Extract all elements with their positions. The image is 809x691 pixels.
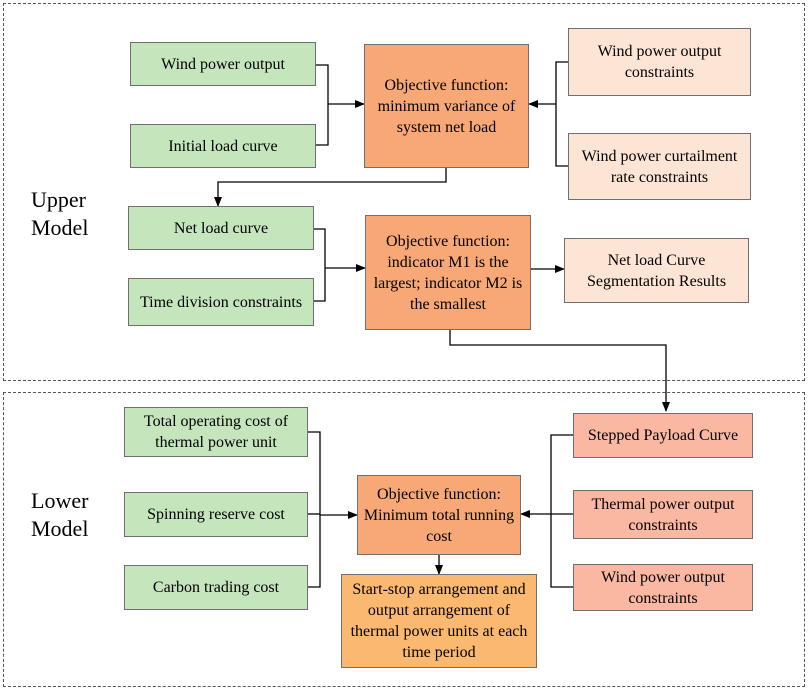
result-arrangement-box: Start-stop arrangement and output arrang…: [341, 574, 537, 668]
initial-load-curve-box: Initial load curve: [130, 124, 316, 168]
objective-function-3-box: Objective function: Minimum total runnin…: [357, 475, 521, 555]
carbon-trading-cost-box: Carbon trading cost: [124, 565, 308, 610]
connector-carbon-cost-to-objective-3: [308, 515, 321, 588]
connector-wind-constraints-to-objective-3: [550, 514, 573, 588]
connector-payload-to-objective-3: [550, 434, 573, 514]
thermal-power-output-constraints-box: Thermal power output constraints: [573, 490, 753, 539]
stepped-payload-curve-box: Stepped Payload Curve: [573, 413, 753, 458]
time-division-constraints-box: Time division constraints: [128, 278, 314, 326]
wind-power-output-constraints-box: Wind power output constraints: [568, 28, 751, 96]
net-load-segmentation-results-box: Net load Curve Segmentation Results: [564, 238, 749, 303]
spinning-reserve-cost-box: Spinning reserve cost: [124, 492, 308, 537]
arrow-objective-2-to-stepped-payload: [449, 330, 670, 412]
connector-net-load-to-objective-2: [314, 228, 326, 268]
net-load-curve-box: Net load curve: [128, 206, 314, 250]
upper-model-label: Upper Model: [31, 187, 89, 240]
lower-model-region: [3, 392, 805, 687]
connector-operating-cost-to-objective-3: [308, 431, 321, 515]
total-operating-cost-box: Total operating cost of thermal power un…: [124, 407, 308, 457]
lower-model-label: Lower Model: [31, 488, 89, 541]
connector-wind-constraints-to-objective-1: [555, 61, 568, 104]
objective-function-2-box: Objective function: indicator M1 is the …: [365, 215, 531, 330]
upper-model-region: [3, 3, 805, 381]
wind-power-output-box: Wind power output: [130, 42, 316, 86]
connector-curtailment-to-objective-1: [555, 104, 568, 167]
arrow-objective-1-to-net-load: [214, 168, 447, 207]
connector-time-division-to-objective-2: [314, 268, 326, 302]
wind-power-output-constraints-lower-box: Wind power output constraints: [573, 564, 753, 611]
wind-curtailment-rate-constraints-box: Wind power curtailment rate constraints: [568, 133, 751, 200]
connector-wind-output-to-objective-1: [316, 64, 329, 104]
objective-function-1-box: Objective function: minimum variance of …: [364, 44, 529, 168]
connector-initial-load-to-objective-1: [316, 104, 329, 146]
